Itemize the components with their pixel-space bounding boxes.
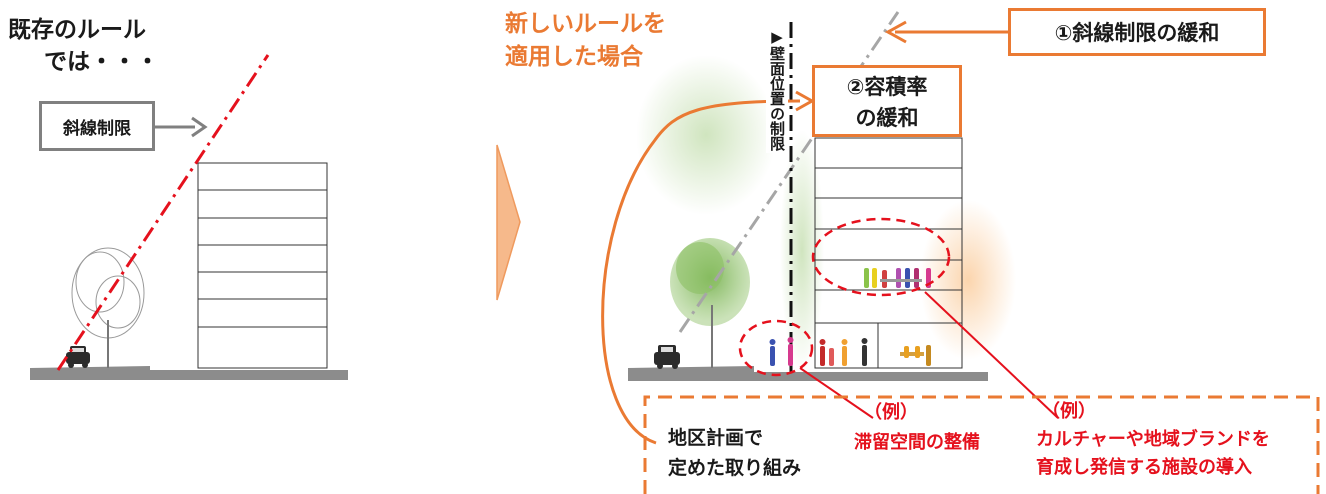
- highlight-upper-floor: [811, 217, 951, 297]
- new-title-line1: 新しいルールを: [505, 11, 666, 37]
- arrow-to-slant-line: [155, 116, 208, 138]
- relax2-line1: ②容積率: [846, 75, 928, 99]
- plan-label-line2: 定めた取り組み: [668, 457, 802, 479]
- floor-area-ratio-box: ②容積率 の緩和: [812, 65, 962, 137]
- plan-label-line1: 地区計画で: [668, 427, 764, 449]
- existing-building: [197, 162, 328, 369]
- existing-rules-title: 既存のルール では・・・: [8, 14, 159, 78]
- car-icon-left: [66, 346, 90, 368]
- existing-title-line1: 既存のルール: [8, 17, 146, 43]
- new-building: [814, 137, 963, 369]
- tree-green-right: [670, 238, 750, 368]
- ground-left: [30, 366, 348, 380]
- green-glow-left: [636, 55, 776, 215]
- car-icon-right: [654, 345, 680, 369]
- example1-text: 滞留空間の整備: [854, 432, 980, 453]
- highlight-street-space: [738, 319, 814, 377]
- arrow-to-relax1: [884, 20, 1008, 44]
- new-title-line2: 適用した場合: [505, 44, 643, 70]
- example2-line2: 育成し発信する施設の導入: [1036, 457, 1252, 478]
- example1-tag: （例）: [864, 402, 918, 423]
- new-scene: [601, 11, 1320, 494]
- example-culture-facility: （例） カルチャーや地域ブランドを 育成し発信する施設の導入: [1036, 398, 1270, 482]
- example2-line1: カルチャーや地域ブランドを: [1036, 429, 1270, 450]
- slant-relaxation-box: ①斜線制限の緩和: [1008, 8, 1266, 56]
- new-rules-title: 新しいルールを 適用した場合: [505, 8, 666, 74]
- example2-tag: （例）: [1042, 401, 1096, 422]
- slant-restriction-line: [56, 54, 270, 371]
- people-upper-floor: [864, 268, 931, 288]
- district-plan-label: 地区計画で 定めた取り組み: [668, 423, 801, 483]
- existing-title-line2: では・・・: [44, 49, 159, 75]
- orange-glow: [920, 200, 1016, 360]
- tree-sketch-left: [71, 247, 145, 368]
- people-street: [769, 337, 931, 366]
- slant-restriction-label: 斜線制限: [39, 101, 155, 151]
- example-stay-space: （例） 滞留空間の整備: [854, 398, 980, 458]
- wall-position-label: ▶壁面位置の制限: [766, 26, 788, 153]
- district-plan-frame: [643, 395, 1320, 494]
- transition-arrow: [496, 144, 521, 301]
- existing-scene: [30, 54, 348, 380]
- green-glow-column: [780, 130, 824, 370]
- leader-street: [799, 367, 874, 419]
- relax2-line2: の緩和: [855, 106, 919, 130]
